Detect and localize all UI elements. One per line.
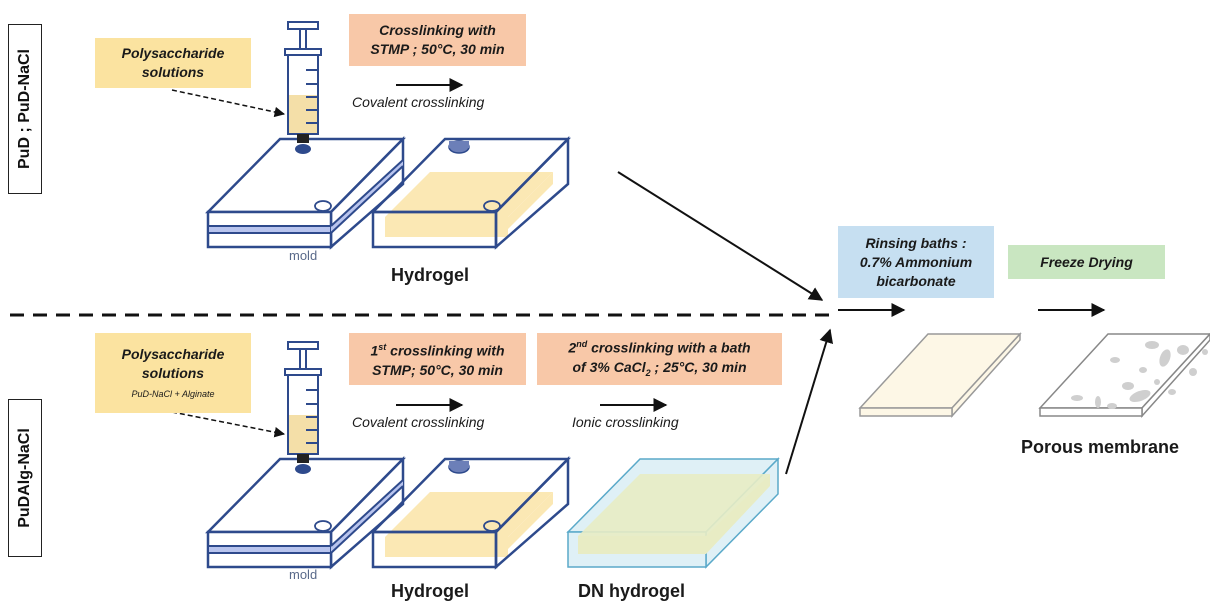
first-crosslink-box: 1st crosslinking with STMP; 50°C, 30 min — [349, 333, 526, 385]
arrow-dn-to-rinse — [785, 328, 834, 475]
caption-covalent-bottom: Covalent crosslinking — [352, 414, 485, 430]
rinsed-membrane — [858, 332, 1022, 418]
porous-membrane — [1038, 332, 1210, 418]
solution-box-bottom: Polysaccharide solutions PuD-NaCl + Algi… — [95, 333, 251, 413]
arrow-top-to-rinse — [617, 171, 824, 301]
arrow-top-dashed — [171, 89, 286, 118]
porous-membrane-label: Porous membrane — [1021, 437, 1180, 457]
row-label-bottom: PuDAlg-NaCl — [8, 399, 42, 557]
hydrogel-label-bottom: Hydrogel — [391, 581, 470, 601]
syringe-top — [284, 21, 322, 143]
freeze-drying-box: Freeze Drying — [1008, 245, 1165, 279]
dn-hydrogel — [566, 457, 780, 569]
mold-top — [205, 135, 406, 250]
syringe-bottom — [284, 341, 322, 463]
caption-covalent-top: Covalent crosslinking — [352, 94, 485, 110]
rinsing-box: Rinsing baths : 0.7% Ammonium bicarbonat… — [838, 226, 994, 298]
mold-label-bottom: mold — [289, 567, 318, 582]
second-crosslink-box: 2nd crosslinking with a bath of 3% CaCl2… — [537, 333, 782, 385]
mold-bottom — [205, 455, 406, 570]
solution-box-top: Polysaccharide solutions — [95, 38, 251, 88]
caption-ionic: Ionic crosslinking — [572, 414, 679, 430]
hydrogel-bottom — [370, 455, 571, 570]
crosslink-box-top: Crosslinking with STMP ; 50°C, 30 min — [349, 14, 526, 66]
hydrogel-label-top: Hydrogel — [391, 265, 470, 285]
mold-label-top: mold — [289, 248, 318, 263]
arrow-bottom-dashed — [171, 411, 286, 438]
hydrogel-top — [370, 135, 571, 250]
dn-hydrogel-label: DN hydrogel — [578, 581, 686, 601]
row-label-top: PuD ; PuD-NaCl — [8, 24, 42, 194]
